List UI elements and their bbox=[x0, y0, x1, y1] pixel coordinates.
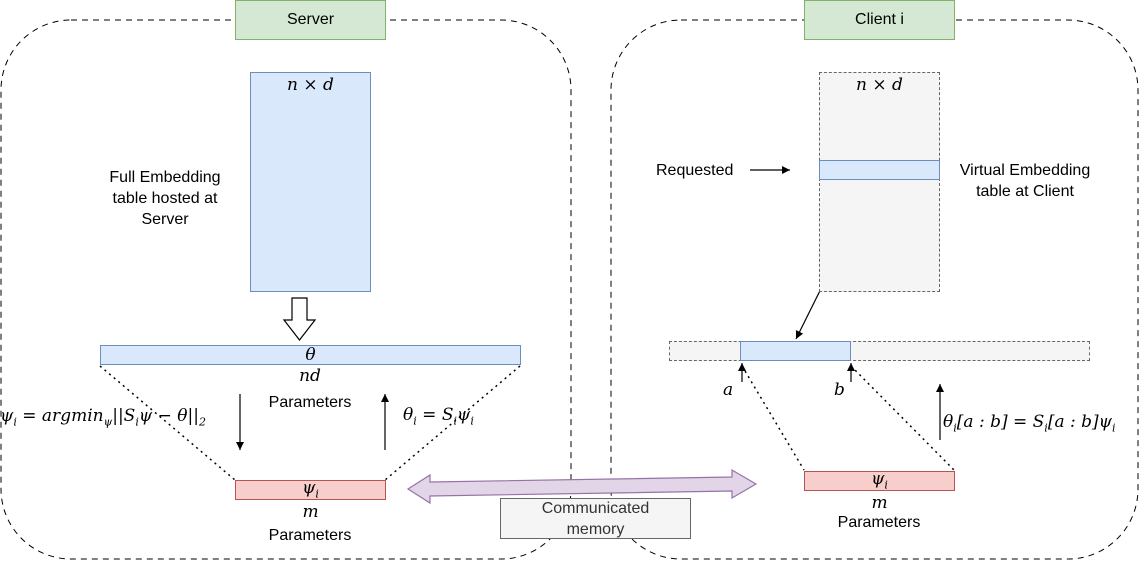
theta-label: θ bbox=[305, 345, 316, 365]
requested-label: Requested bbox=[656, 162, 734, 179]
client-region bbox=[610, 19, 1139, 560]
communication-arrow bbox=[406, 468, 758, 505]
server-table-dims: n × d bbox=[287, 75, 334, 95]
server-psi-label: ψi bbox=[302, 478, 319, 501]
b-label: b bbox=[834, 380, 845, 400]
expand-equation: θi = Siψi bbox=[403, 405, 474, 428]
client-psi-size: m bbox=[871, 493, 888, 513]
theta-size-caption: Parameters bbox=[268, 394, 352, 411]
communicated-memory-line: memory bbox=[566, 520, 625, 538]
virtual-table-label-line: table at Client bbox=[976, 183, 1074, 200]
requested-row bbox=[819, 160, 940, 180]
a-label: a bbox=[723, 380, 734, 400]
server-table-description-line: Full Embedding bbox=[109, 169, 221, 186]
slice-equation: θi[a : b] = Si[a : b]ψi bbox=[943, 412, 1116, 435]
server-table-description-line: Server bbox=[141, 211, 189, 228]
server-psi-bar bbox=[235, 480, 386, 500]
communicated-memory-box: Communicated memory bbox=[500, 498, 691, 539]
virtual-table-label-line: Virtual Embedding bbox=[959, 162, 1091, 179]
theta-bar bbox=[100, 345, 521, 365]
client-psi-caption: Parameters bbox=[837, 514, 921, 531]
client-slice bbox=[740, 341, 851, 361]
client-virtual-bar bbox=[669, 341, 1090, 361]
client-dotted-right bbox=[850, 365, 955, 471]
server-title: Server bbox=[286, 11, 335, 28]
client-psi-label: ψi bbox=[871, 469, 888, 492]
server-table-description: Full Embedding table hosted at Server bbox=[90, 167, 240, 230]
client-psi-bar bbox=[804, 471, 955, 491]
server-title-box: Server bbox=[235, 0, 386, 40]
communicated-memory-line: Communicated bbox=[541, 499, 650, 517]
client-table-dims: n × d bbox=[856, 75, 903, 95]
server-psi-caption: Parameters bbox=[268, 527, 352, 544]
server-psi-size: m bbox=[302, 502, 319, 522]
client-dotted-left bbox=[741, 365, 805, 471]
virtual-table-label: Virtual Embedding table at Client bbox=[950, 160, 1100, 202]
virtual-embedding-table bbox=[819, 72, 940, 292]
compress-equation: ψi = argminψ||Siψ − θ||2 bbox=[0, 406, 206, 429]
client-title: Client i bbox=[855, 11, 904, 28]
server-table-description-line: table hosted at bbox=[112, 190, 218, 207]
theta-size: nd bbox=[299, 366, 321, 386]
block-down-arrow bbox=[282, 297, 317, 341]
client-title-box: Client i bbox=[804, 0, 955, 40]
server-embedding-table bbox=[250, 72, 371, 292]
